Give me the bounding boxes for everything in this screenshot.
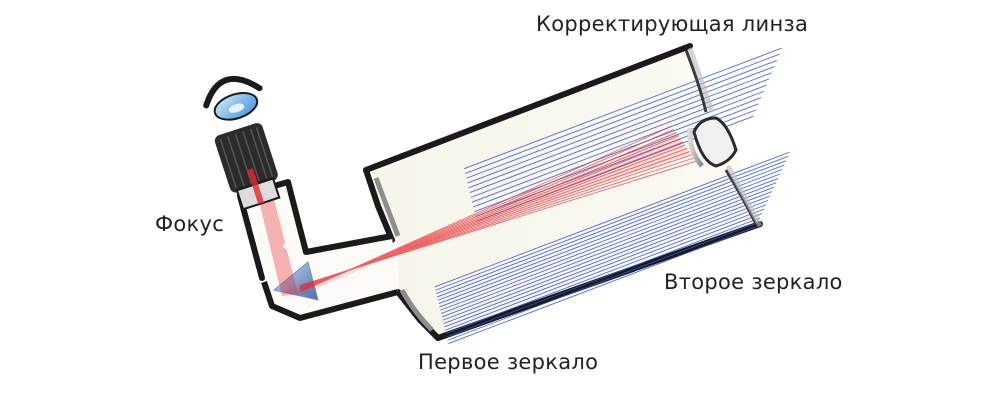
- label-focus: Фокус: [155, 212, 225, 236]
- incoming-ray: [439, 177, 779, 308]
- eyepiece-barrel: [214, 123, 278, 193]
- focus-point: [283, 243, 289, 249]
- tube-back-plate-upper: [363, 167, 395, 243]
- tube-top-wall: [363, 43, 693, 173]
- incoming-ray: [445, 213, 763, 335]
- eye-outline: [203, 75, 263, 109]
- light-cone: [282, 132, 690, 296]
- incoming-ray: [442, 195, 771, 321]
- incoming-ray: [436, 164, 785, 298]
- incoming-ray: [443, 199, 769, 325]
- tube-interior: [372, 48, 762, 338]
- telescope-tube: [363, 43, 763, 341]
- eyepiece-beam: [247, 168, 265, 205]
- incoming-ray: [448, 226, 757, 345]
- incoming-ray: [473, 97, 762, 208]
- incoming-ray: [438, 173, 781, 304]
- incoming-ray: [435, 155, 789, 291]
- incoming-ray: [465, 53, 780, 174]
- incoming-ray: [445, 208, 765, 331]
- incoming-ray: [468, 72, 772, 189]
- label-secondary-mirror: Второе зеркало: [664, 270, 843, 294]
- incoming-ray: [440, 182, 777, 311]
- secondary-mirror-surface: [687, 127, 704, 168]
- incoming-ray: [447, 221, 759, 341]
- focused-light-rays: [299, 125, 697, 293]
- focuser-wall-bottom: [261, 281, 399, 321]
- incoming-ray: [467, 66, 775, 184]
- secondary-mirror-holder: [692, 116, 738, 168]
- incoming-ray: [463, 47, 783, 170]
- incoming-ray: [441, 191, 773, 318]
- corrector-lens-front-upper: [687, 47, 715, 113]
- corrector-lens: [684, 47, 763, 228]
- incoming-ray: [470, 84, 767, 198]
- light-cone-eyepiece: [254, 176, 298, 296]
- label-corrector-lens: Корректирующая линза: [536, 12, 809, 36]
- eye-pupil: [228, 103, 245, 113]
- eyepiece-icon: [214, 123, 281, 211]
- tube-bottom-wall: [435, 221, 763, 341]
- secondary-mirror: [687, 116, 738, 168]
- incoming-ray: [469, 78, 770, 194]
- focused-ray: [299, 160, 697, 286]
- incoming-ray: [436, 160, 787, 294]
- primary-mirror-upper: [373, 177, 401, 237]
- eye-icon: [203, 75, 263, 121]
- incoming-ray: [444, 204, 767, 328]
- incoming-ray: [437, 169, 783, 301]
- incoming-ray: [471, 90, 764, 203]
- primary-mirror-lower: [399, 288, 434, 332]
- corrector-lens-upper: [684, 49, 708, 113]
- incoming-ray: [440, 186, 775, 315]
- incoming-ray: [466, 59, 777, 179]
- corrector-lens-front-lower: [725, 164, 763, 228]
- incoming-ray: [446, 217, 761, 338]
- label-primary-mirror: Первое зеркало: [418, 350, 599, 374]
